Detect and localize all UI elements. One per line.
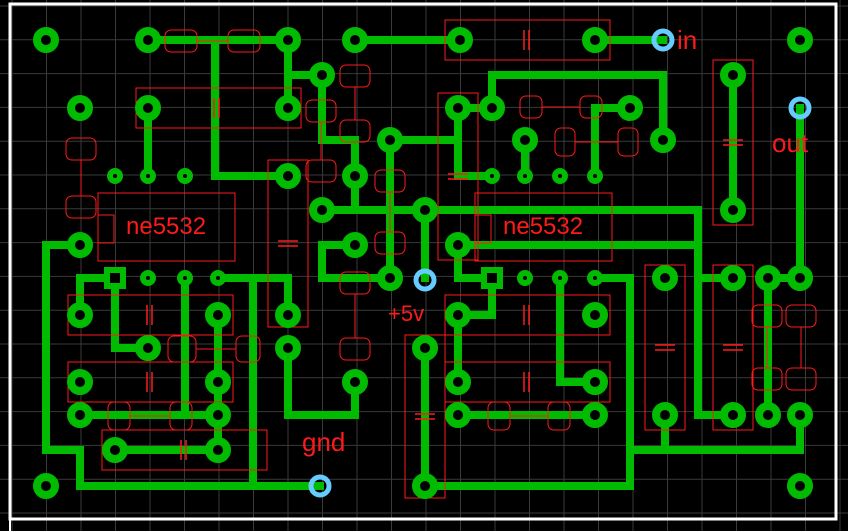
ic-notch [474, 214, 492, 244]
ic-notch [97, 214, 115, 244]
pad-icon [135, 95, 161, 121]
pad-icon [445, 402, 471, 428]
silkscreen [65, 19, 817, 499]
pad-icon [342, 232, 368, 258]
pad-icon [652, 402, 678, 428]
pad-icon [650, 127, 676, 153]
pad-icon [552, 270, 568, 286]
pad-icon [135, 27, 161, 53]
pad-icon [67, 302, 93, 328]
pad-icon [67, 232, 93, 258]
capacitor-icon [712, 59, 754, 226]
pad-icon [720, 62, 746, 88]
pad-icon [587, 168, 603, 184]
pad-icon [755, 402, 781, 428]
ic-label-left: ne5532 [126, 213, 206, 240]
pad-icon [377, 265, 403, 291]
pad-icon [720, 265, 746, 291]
connector-in[interactable] [651, 28, 675, 52]
pad-icon [412, 197, 438, 223]
pad-icon [309, 62, 335, 88]
pad-icon [517, 270, 533, 286]
pad-icon [33, 27, 59, 53]
pad-icon [205, 369, 231, 395]
pad-icon [787, 27, 813, 53]
pad-icon [412, 473, 438, 499]
connectors [308, 28, 812, 498]
pad-icon [755, 265, 781, 291]
pads [33, 27, 813, 499]
pad-icon [275, 163, 301, 189]
ic-label-right: ne5532 [503, 213, 583, 240]
pad-icon [447, 27, 473, 53]
pad-icon [787, 473, 813, 499]
pad-icon [377, 127, 403, 153]
pad-icon [512, 127, 538, 153]
capacitor-icon [437, 92, 479, 261]
connector-gnd[interactable] [308, 474, 332, 498]
pad-icon [140, 168, 156, 184]
pad-icon [720, 197, 746, 223]
pad-icon [33, 473, 59, 499]
pad-icon [587, 270, 603, 286]
pad-icon [210, 270, 226, 286]
pad-icon [481, 267, 503, 289]
pad-icon [617, 95, 643, 121]
pad-icon [582, 302, 608, 328]
pad-icon [484, 168, 500, 184]
pad-icon [479, 95, 505, 121]
board-outline [8, 2, 838, 521]
pad-icon [205, 402, 231, 428]
pad-icon [67, 369, 93, 395]
resistor-icon [107, 29, 639, 431]
pad-icon [582, 369, 608, 395]
pad-icon [342, 369, 368, 395]
pad-icon [552, 168, 568, 184]
pad-icon [582, 27, 608, 53]
pad-icon [205, 302, 231, 328]
pad-icon [275, 95, 301, 121]
pad-icon [787, 265, 813, 291]
pad-icon [67, 402, 93, 428]
pad-icon [205, 437, 231, 463]
pad-icon [177, 168, 193, 184]
pad-icon [652, 265, 678, 291]
pad-icon [445, 302, 471, 328]
label-gnd: gnd [302, 427, 345, 457]
pad-icon [135, 335, 161, 361]
pad-icon [445, 369, 471, 395]
pad-icon [275, 302, 301, 328]
pad-icon [342, 27, 368, 53]
pad-icon [517, 168, 533, 184]
label-in: in [677, 25, 697, 55]
pad-icon [787, 402, 813, 428]
connector-plus5v[interactable] [413, 268, 437, 292]
pad-icon [582, 402, 608, 428]
pad-icon [275, 27, 301, 53]
pad-icon [412, 335, 438, 361]
pad-icon [140, 270, 156, 286]
pad-icon [104, 267, 126, 289]
label-out: out [772, 128, 809, 158]
pad-icon [445, 232, 471, 258]
pad-icon [445, 95, 471, 121]
pad-icon [309, 197, 335, 223]
connector-out[interactable] [788, 96, 812, 120]
pad-icon [67, 95, 93, 121]
capacitor-icon [444, 19, 611, 61]
pad-icon [342, 163, 368, 189]
resistor-icon [65, 64, 817, 391]
pad-icon [720, 402, 746, 428]
pad-icon [275, 335, 301, 361]
label-plus5v: +5v [388, 301, 424, 326]
pad-icon [107, 168, 123, 184]
pad-icon [102, 437, 128, 463]
pad-icon [177, 270, 193, 286]
